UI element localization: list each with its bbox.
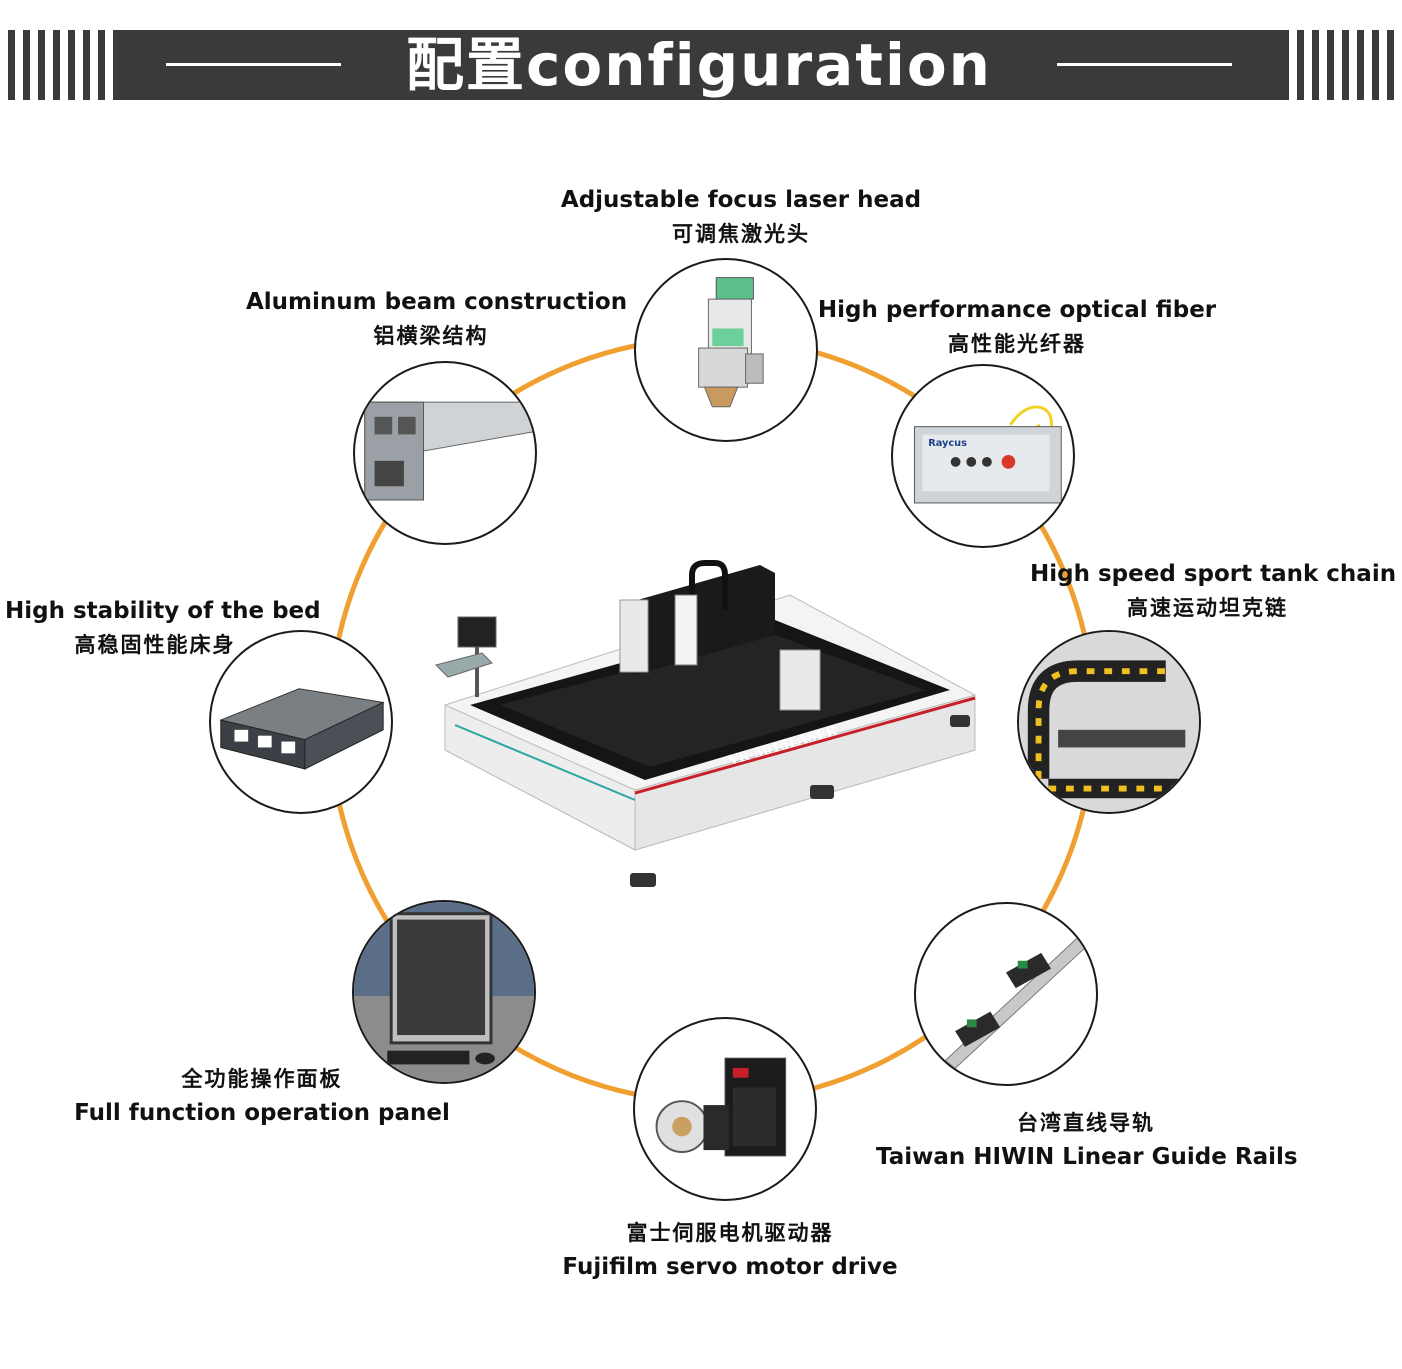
feature-bubble-laser-head: [634, 258, 818, 442]
header-banner: 配置configuration: [0, 30, 1402, 100]
laser-cutting-machine: VR-3015LASER: [430, 555, 980, 895]
feature-title-cn: 高速运动坦克链: [1127, 596, 1288, 620]
operation-panel-icon: [354, 902, 534, 1082]
feature-bubble-beam: [353, 361, 537, 545]
feature-title-cn: 台湾直线导轨: [1017, 1111, 1155, 1135]
feature-title-en: Fujifilm servo motor drive: [562, 1254, 898, 1280]
decorative-stripes-right: [1267, 30, 1394, 100]
feature-label-beam: Aluminum beam construction 铝横梁结构: [246, 285, 628, 353]
feature-title-en: Aluminum beam construction: [246, 289, 628, 315]
machine-bed-icon: [219, 688, 385, 770]
linear-guide-rail-icon: [944, 932, 1091, 1069]
feature-title-cn: 铝横梁结构: [373, 324, 489, 348]
feature-bubble-guide-rails: [914, 902, 1098, 1086]
feature-title-cn: 可调焦激光头: [672, 222, 810, 246]
feature-title-cn: 全功能操作面板: [181, 1067, 343, 1091]
feature-label-guide-rails: 台湾直线导轨 Taiwan HIWIN Linear Guide Rails: [876, 1106, 1298, 1174]
feature-title-cn: 高稳固性能床身: [74, 633, 236, 657]
feature-title-en: High performance optical fiber: [817, 297, 1217, 323]
tank-chain-icon: [1019, 632, 1199, 812]
feature-label-bed: High stability of the bed 高稳固性能床身: [5, 594, 321, 662]
page-title: 配置configuration: [406, 31, 992, 99]
feature-label-tank-chain: High speed sport tank chain 高速运动坦克链: [1030, 557, 1397, 625]
title-rule-left: [166, 63, 341, 66]
title-rule-right: [1057, 63, 1232, 66]
aluminum-beam-icon: [364, 401, 535, 501]
servo-motor-icon: [655, 1057, 787, 1157]
fiber-laser-source-icon: Raycus: [914, 405, 1062, 504]
feature-title-cn: 高性能光纤器: [948, 332, 1086, 356]
title-bar: 配置configuration: [116, 30, 1282, 100]
feature-title-en: High speed sport tank chain: [1030, 561, 1397, 587]
feature-title-en: Adjustable focus laser head: [560, 187, 922, 213]
feature-bubble-servo: [633, 1017, 817, 1201]
feature-bubble-panel: [352, 900, 536, 1084]
fiber-brand-label: Raycus: [928, 438, 967, 449]
feature-label-fiber: High performance optical fiber 高性能光纤器: [817, 293, 1217, 361]
feature-title-en: Taiwan HIWIN Linear Guide Rails: [876, 1144, 1298, 1170]
feature-label-panel: 全功能操作面板 Full function operation panel: [62, 1062, 462, 1130]
feature-title-cn: 富士伺服电机驱动器: [626, 1221, 834, 1245]
feature-bubble-fiber: Raycus: [891, 364, 1075, 548]
feature-label-laser-head: Adjustable focus laser head 可调焦激光头: [541, 183, 941, 251]
feature-bubble-tank-chain: [1017, 630, 1201, 814]
laser-head-icon: [698, 277, 764, 408]
feature-title-en: High stability of the bed: [5, 598, 321, 624]
feature-bubble-bed: [209, 630, 393, 814]
laser-cutting-machine-icon: VR-3015LASER: [435, 560, 976, 887]
feature-title-en: Full function operation panel: [74, 1100, 450, 1126]
feature-label-servo: 富士伺服电机驱动器 Fujifilm servo motor drive: [545, 1216, 915, 1284]
